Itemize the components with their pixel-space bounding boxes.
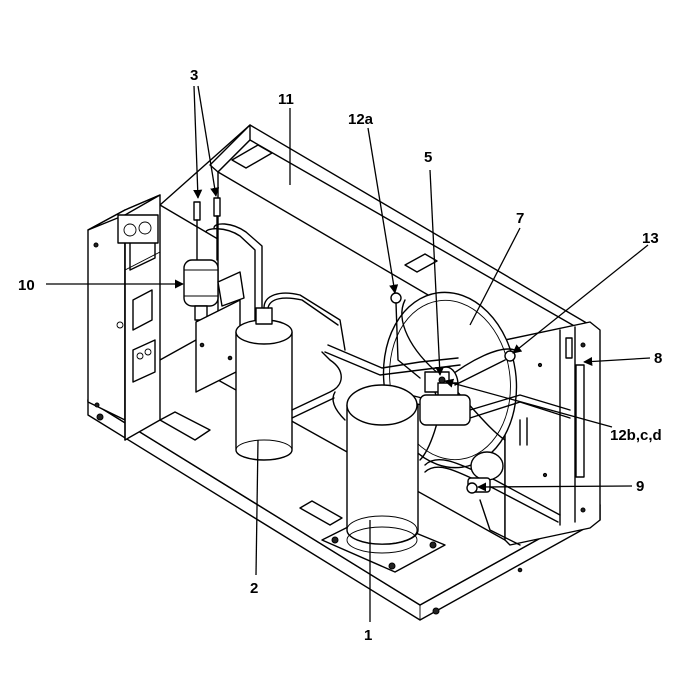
callout-1: 1 [364,627,372,644]
filter-drier [183,259,245,393]
callout-5: 5 [424,149,432,166]
callout-2: 2 [250,580,258,597]
leader-9 [477,482,633,492]
callout-9: 9 [636,478,644,495]
receiver-tank [235,292,346,461]
leader-2 [255,439,259,576]
pressure-switch-12a [390,292,421,379]
right-frame [504,321,601,546]
leader-5 [429,169,445,376]
pressure-controls [419,371,471,426]
leader-13 [512,244,649,354]
callout-7: 7 [516,210,524,227]
callout-3: 3 [190,67,198,84]
leader-3a [193,85,203,199]
compressor [321,384,446,573]
leader-7 [469,227,521,326]
callout-13: 13 [642,230,659,247]
callout-labels: 3 11 12a 5 7 13 10 8 12b,c,d 9 2 1 [18,67,662,644]
callout-11: 11 [278,91,294,108]
callout-10: 10 [18,277,35,294]
callout-12bcd: 12b,c,d [610,427,662,444]
leader-12a [367,127,399,294]
leader-3b [197,85,220,197]
contactor [117,214,159,244]
callout-8: 8 [654,350,662,367]
callout-12a: 12a [348,111,374,128]
leader-12bcd [444,378,613,428]
electrical-box [87,194,211,441]
leader-lines [46,85,651,622]
leader-8 [583,356,651,367]
